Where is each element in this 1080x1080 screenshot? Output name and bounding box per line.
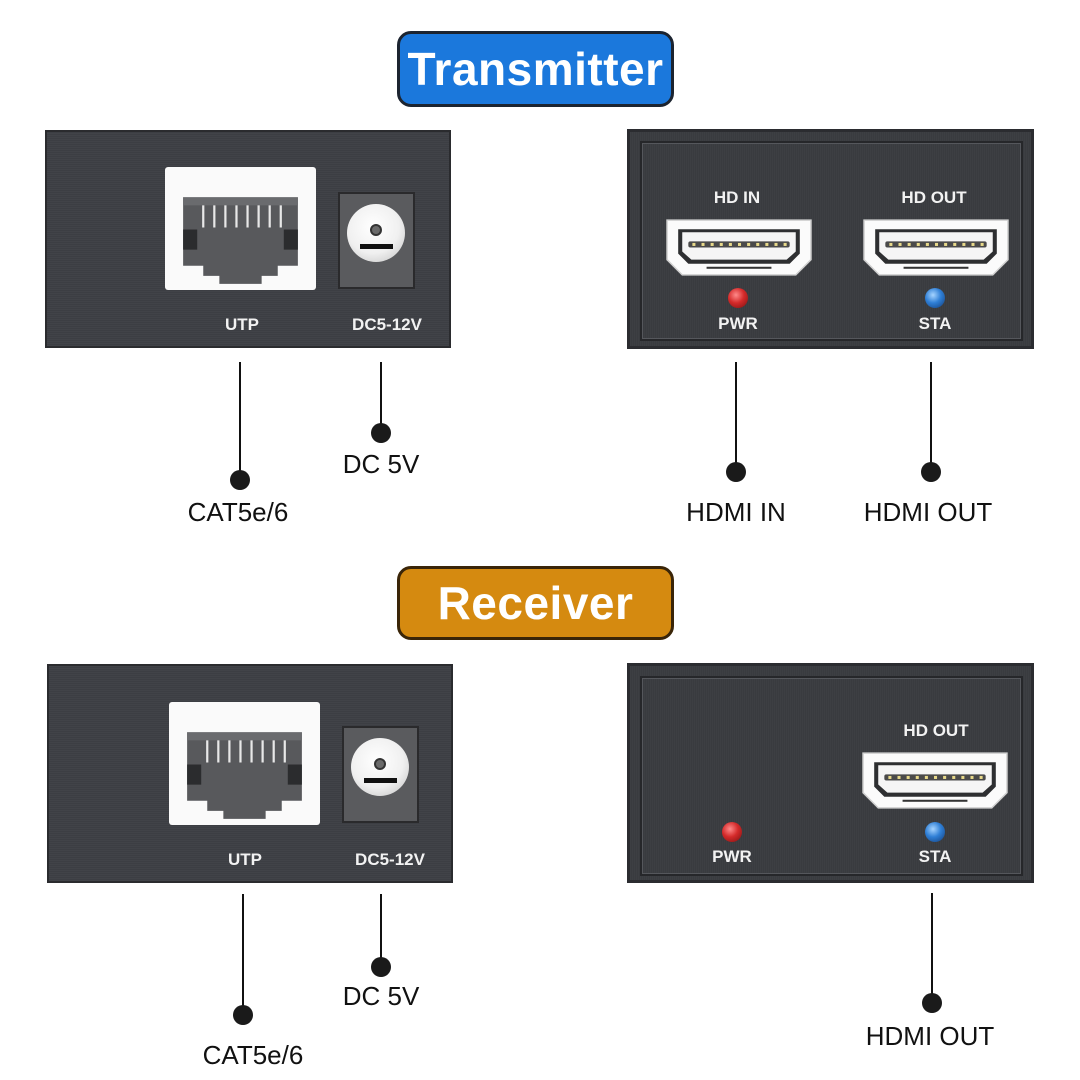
callout-line [380,362,382,433]
dc-supply-label: DC 5V [342,981,420,1011]
callout-line [380,894,382,967]
hdmi-port-icon [860,750,1010,811]
rj45-icon [169,702,320,825]
receiver-front-panel: HD OUT PWR STA [627,663,1034,883]
utp-port-label: UTP [228,850,262,869]
hdmi-out-label: HDMI OUT [865,1021,995,1051]
pwr-led-icon [728,288,748,308]
transmitter-title-badge: Transmitter [397,31,674,107]
dc-port-label: DC5-12V [355,850,425,869]
rj45-icon [165,167,316,290]
cat-cable-label: CAT5e/6 [187,497,289,527]
callout-dot [371,957,391,977]
sta-led-icon [925,288,945,308]
dc-supply-label: DC 5V [342,449,420,479]
hd-out-port-label: HD OUT [901,188,967,207]
callout-dot [230,470,250,490]
hdmi-port-icon [664,217,814,278]
callout-dot [726,462,746,482]
cat-cable-label: CAT5e/6 [202,1040,304,1070]
hd-in-port-label: HD IN [713,188,761,207]
callout-dot [371,423,391,443]
callout-line [735,362,737,472]
transmitter-rear-panel: UTP DC5-12V [45,130,451,348]
hdmi-out-port [860,750,1010,816]
sta-led-label: STA [918,847,952,866]
callout-dot [233,1005,253,1025]
sta-led-icon [925,822,945,842]
transmitter-front-panel: HD IN HD OUT PWR STA [627,129,1034,349]
hd-out-port-label: HD OUT [903,721,969,740]
receiver-title-badge: Receiver [397,566,674,640]
pwr-led-label: PWR [712,847,752,866]
rj45-port [169,702,320,825]
dc-power-jack [338,192,415,289]
dc-power-jack [342,726,419,823]
hdmi-in-port [664,217,814,283]
dc-jack-icon [347,204,405,262]
pwr-led-label: PWR [718,314,758,333]
hdmi-out-label: HDMI OUT [863,497,993,527]
callout-dot [922,993,942,1013]
pwr-led-icon [722,822,742,842]
hdmi-port-icon [861,217,1011,278]
receiver-title: Receiver [437,577,634,629]
dc-jack-icon [351,738,409,796]
hdmi-out-port [861,217,1011,283]
sta-led-label: STA [918,314,952,333]
receiver-rear-panel: UTP DC5-12V [47,664,453,883]
transmitter-title: Transmitter [407,43,664,95]
callout-dot [921,462,941,482]
hdmi-in-label: HDMI IN [686,497,786,527]
callout-line [930,362,932,472]
rj45-port [165,167,316,290]
callout-line [242,894,244,1015]
dc-port-label: DC5-12V [352,315,422,334]
utp-port-label: UTP [225,315,259,334]
callout-line [931,893,933,1003]
callout-line [239,362,241,480]
